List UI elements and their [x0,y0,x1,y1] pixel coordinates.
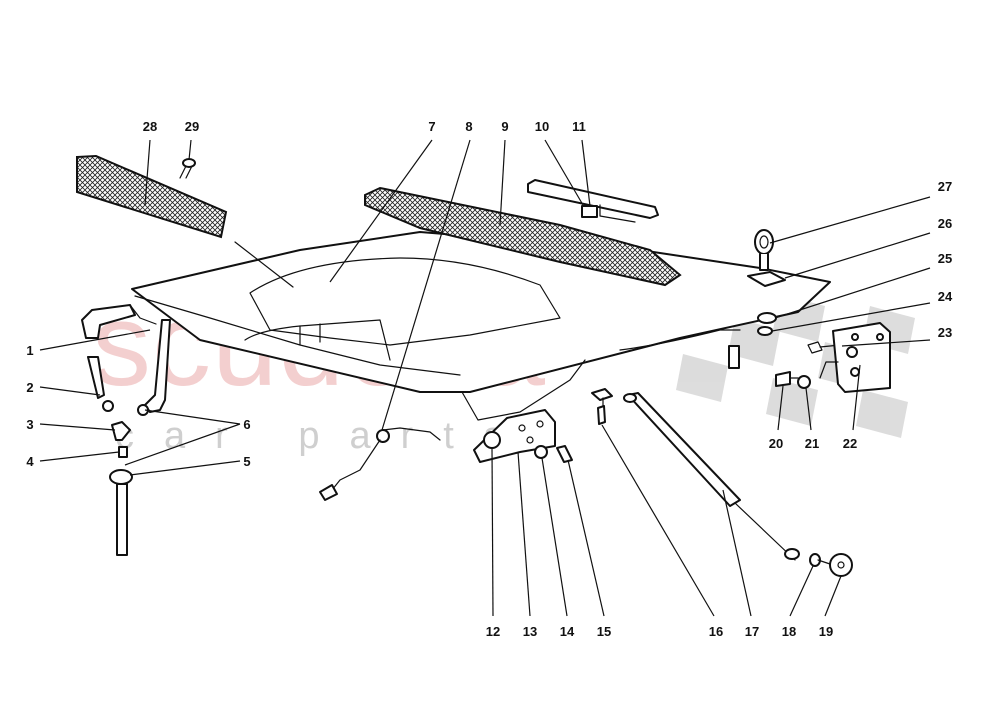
callout-20: 20 [769,436,783,451]
callout-1: 1 [26,343,33,358]
callout-3: 3 [26,417,33,432]
pin [591,388,613,425]
plate [747,271,786,287]
callout-13: 13 [523,624,537,639]
callout-2: 2 [26,380,33,395]
callout-12: 12 [486,624,500,639]
o-ring [757,326,773,336]
cable [319,427,441,501]
callout-7: 7 [428,119,435,134]
callout-10: 10 [535,119,549,134]
gas-strut [623,392,800,561]
callout-16: 16 [709,624,723,639]
watermark-sub: car parts [115,415,533,457]
hinge [819,322,891,393]
callout-11: 11 [572,119,586,134]
rear-grille [364,186,682,287]
callout-17: 17 [745,624,759,639]
callout-29: 29 [185,119,199,134]
washer-hose-assembly [81,304,171,556]
disc [829,553,853,577]
leader-lines [39,139,931,617]
washer-25 [757,312,777,324]
screw-15 [556,445,573,463]
washer-21 [797,375,811,389]
callout-15: 15 [597,624,611,639]
callout-21: 21 [805,436,819,451]
strip [527,179,659,223]
ring-pin [754,229,774,271]
nut [483,431,501,449]
callout-14: 14 [560,624,575,639]
callout-9: 9 [501,119,508,134]
clip [581,205,598,218]
bolt [728,345,740,369]
callout-8: 8 [465,119,472,134]
callout-labels: 28 29 7 8 9 10 11 27 26 25 24 23 20 21 2… [26,119,953,639]
screw-20 [775,371,799,387]
parts-drawing: 28 29 7 8 9 10 11 27 26 25 24 23 20 21 2… [26,119,953,639]
front-grille [76,154,228,239]
callout-26: 26 [938,216,952,231]
callout-23: 23 [938,325,952,340]
screw-18 [809,553,831,567]
callout-27: 27 [938,179,952,194]
callout-4: 4 [26,454,34,469]
callout-22: 22 [843,436,857,451]
callout-24: 24 [938,289,953,304]
callout-28: 28 [143,119,157,134]
callout-25: 25 [938,251,952,266]
screw-29 [179,158,196,179]
washer-14 [534,445,548,459]
callout-6: 6 [243,417,250,432]
callout-18: 18 [782,624,796,639]
callout-19: 19 [819,624,833,639]
callout-5: 5 [243,454,250,469]
